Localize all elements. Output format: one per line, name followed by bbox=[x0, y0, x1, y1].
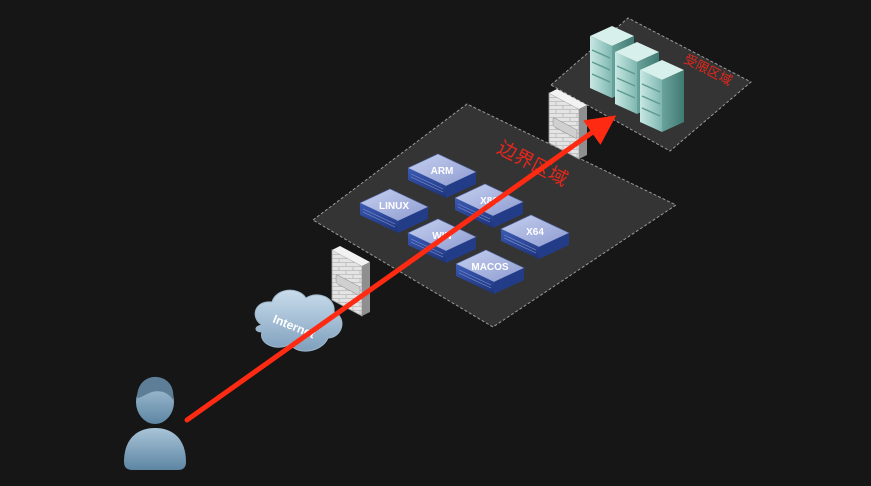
server-macos: MACOS bbox=[455, 249, 525, 294]
server-label: MACOS bbox=[471, 262, 509, 273]
server-label: X64 bbox=[526, 227, 544, 238]
internet-cloud-icon: Internet bbox=[254, 289, 343, 352]
server-x64: X64 bbox=[500, 214, 570, 259]
server-x86: X86 bbox=[454, 183, 524, 228]
server-stack-icon bbox=[590, 26, 684, 132]
attack-path-arrow bbox=[184, 115, 617, 423]
server-label: LINUX bbox=[379, 201, 409, 212]
server-label: ARM bbox=[431, 166, 454, 177]
server-arm: ARM bbox=[407, 153, 477, 198]
user-icon bbox=[124, 376, 186, 470]
server-group: ARMLINUXX86WINX64MACOS bbox=[359, 153, 570, 294]
server-label: X86 bbox=[480, 196, 498, 207]
firewall-icon bbox=[548, 89, 587, 160]
server-linux: LINUX bbox=[359, 188, 429, 233]
